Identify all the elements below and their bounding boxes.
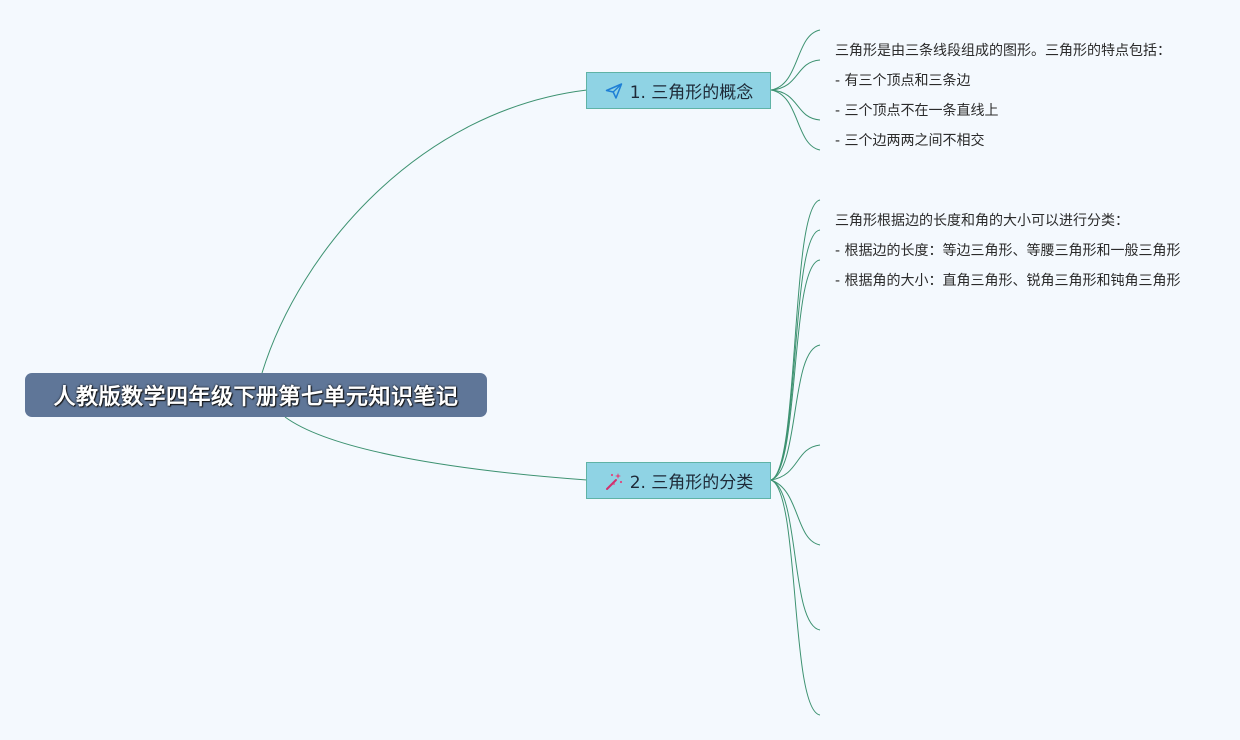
branch-1-leaf-connector (770, 59, 821, 91)
root-to-branch-2-connector (284, 416, 588, 481)
branch-2-leaf-connector (770, 479, 821, 631)
leaf-text[interactable]: 三角形根据边的长度和角的大小可以进行分类： (835, 213, 1129, 229)
branch-label: 1. 三角形的概念 (629, 83, 754, 103)
branch-1-leaf-connector (770, 89, 821, 151)
branch-node-concept[interactable]: 1. 三角形的概念 (586, 72, 771, 109)
branch-1-leaf-connector (770, 29, 821, 91)
branch-2-leaf-connector (770, 479, 821, 546)
leaf-text[interactable]: - 根据边的长度：等边三角形、等腰三角形和一般三角形 (835, 243, 1181, 259)
branch-2-leaf-connector (770, 444, 821, 481)
branch-2-leaf-connector (770, 259, 821, 481)
branch-label: 2. 三角形的分类 (629, 473, 754, 493)
branch-2-leaf-connector (770, 479, 821, 716)
magic-wand-icon (604, 471, 624, 491)
branch-2-leaf-connector (770, 344, 821, 481)
branch-node-classification[interactable]: 2. 三角形的分类 (586, 462, 771, 499)
leaf-text[interactable]: - 根据角的大小：直角三角形、锐角三角形和钝角三角形 (835, 273, 1181, 289)
root-node[interactable]: 人教版数学四年级下册第七单元知识笔记 (25, 373, 487, 417)
paper-plane-icon (604, 81, 624, 101)
branch-1-leaf-connector (770, 89, 821, 121)
leaf-text[interactable]: - 有三个顶点和三条边 (835, 73, 971, 89)
leaf-text[interactable]: 三角形是由三条线段组成的图形。三角形的特点包括： (835, 43, 1171, 59)
branch-2-leaf-connector (770, 199, 821, 481)
leaf-text[interactable]: - 三个边两两之间不相交 (835, 133, 985, 149)
root-to-branch-1-connector (261, 89, 588, 374)
root-title: 人教版数学四年级下册第七单元知识笔记 (53, 385, 459, 410)
leaf-text[interactable]: - 三个顶点不在一条直线上 (835, 103, 999, 119)
branch-2-leaf-connector (770, 229, 821, 481)
